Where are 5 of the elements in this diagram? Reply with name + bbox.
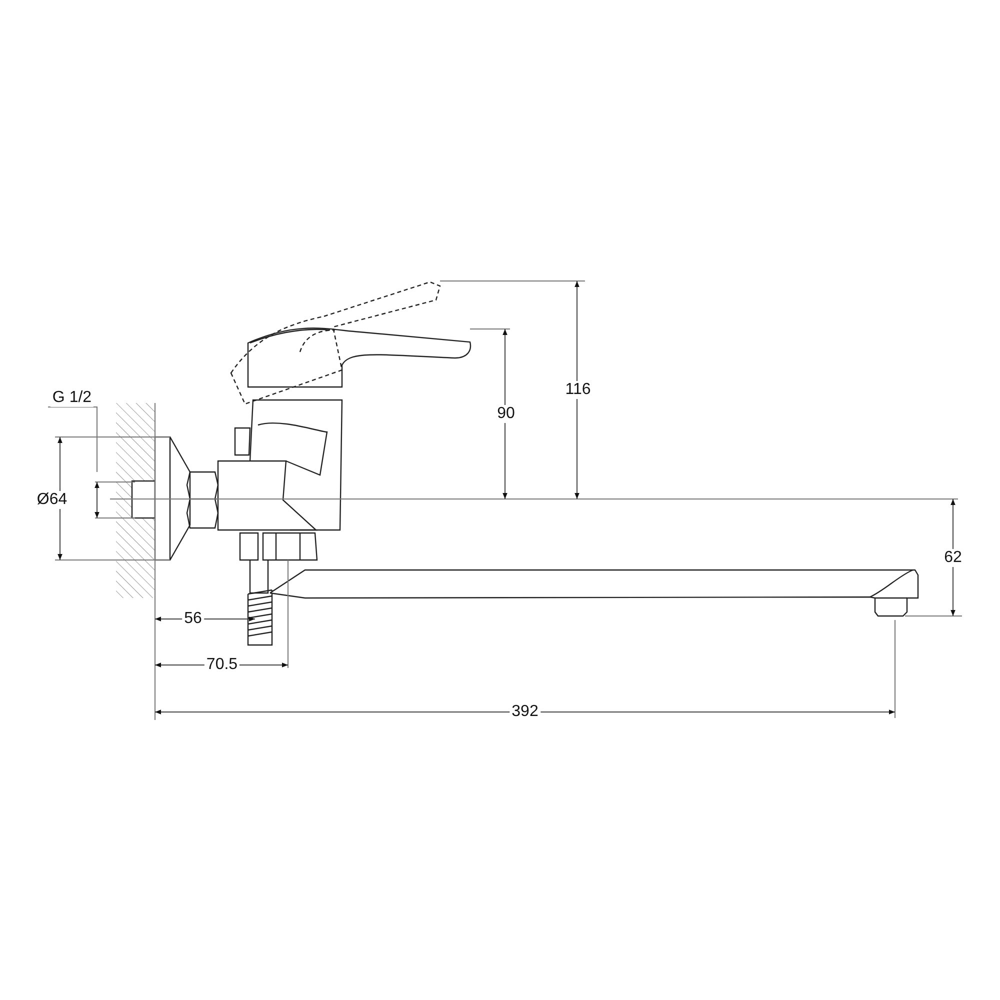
dimension-label: Ø64 <box>34 491 70 509</box>
dimension-label: 62 <box>942 549 964 567</box>
dimension-label: 90 <box>495 405 517 423</box>
dimension-label: 116 <box>563 381 593 399</box>
dimension-label: G 1/2 <box>50 389 94 407</box>
